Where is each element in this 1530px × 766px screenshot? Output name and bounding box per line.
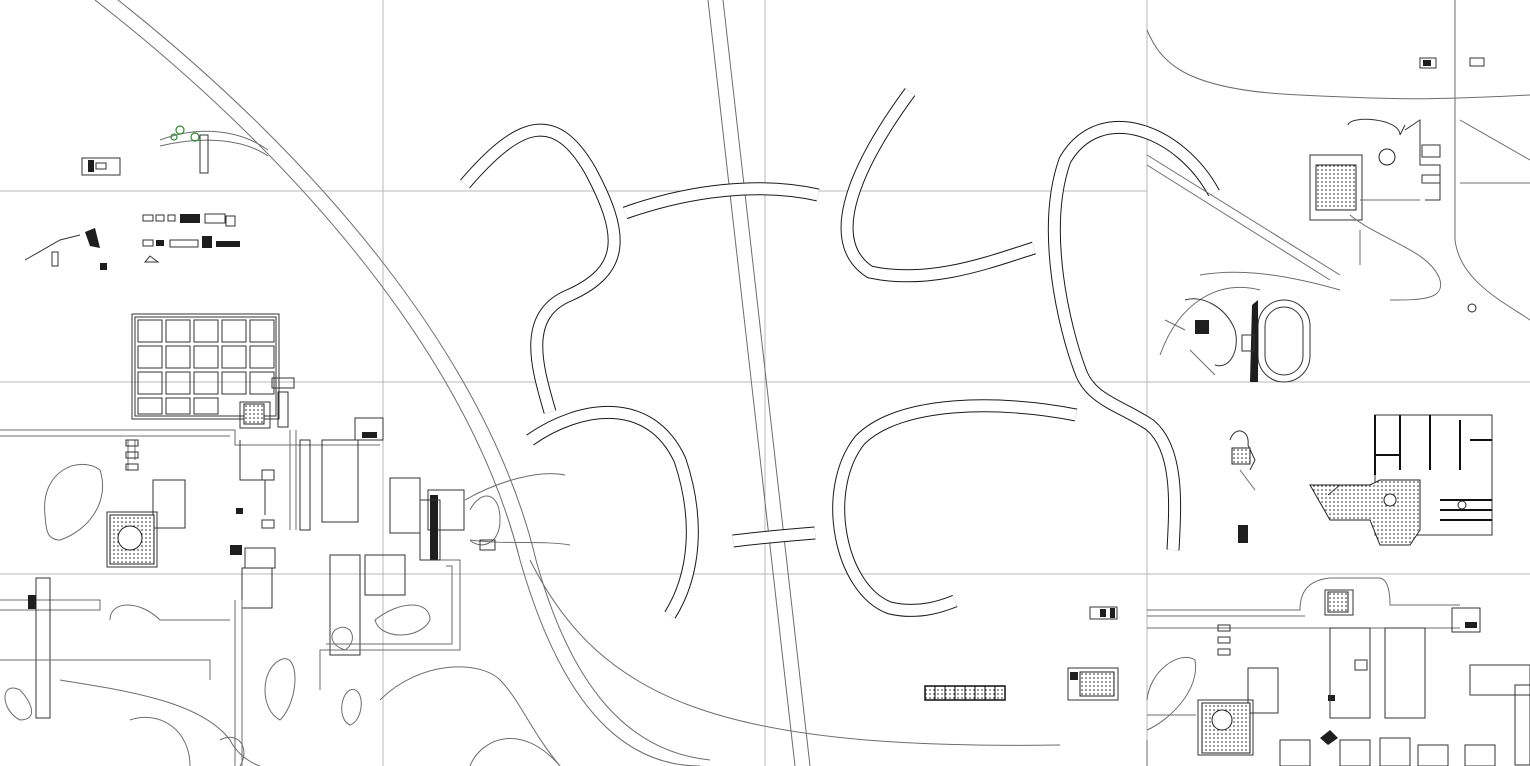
detail-drawings-bottom-center — [924, 606, 1119, 701]
campus-complex-lower-left — [0, 377, 571, 766]
diagonal-road — [707, 0, 811, 766]
arc-road — [94, 0, 1061, 766]
plan-details-right — [1229, 414, 1493, 546]
campus-bottom-right — [1146, 577, 1530, 766]
campus-top-right — [1146, 0, 1530, 383]
curved-path-segments — [460, 88, 1220, 619]
small-buildings-top-left — [24, 125, 269, 270]
plot-grid — [131, 313, 280, 420]
